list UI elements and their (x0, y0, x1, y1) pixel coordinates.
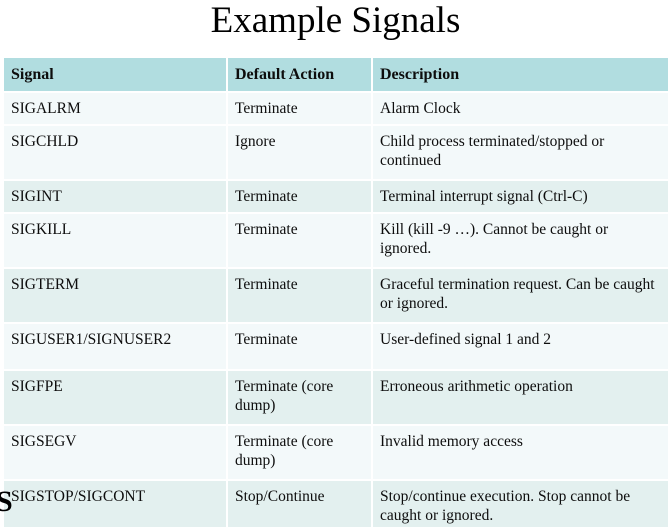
table-row: SIGSEGV Terminate (core dump) Invalid me… (4, 425, 668, 481)
table-row: SIGCHLD Ignore Child process terminated/… (4, 125, 668, 181)
cell-description: Graceful termination request. Can be cau… (372, 268, 668, 324)
cell-signal: SIGTERM (4, 268, 228, 324)
signal-table: Signal Default Action Description SIGALR… (4, 58, 668, 527)
cell-description: Invalid memory access (372, 425, 668, 481)
cell-default-action: Terminate (227, 323, 373, 371)
table-header-row: Signal Default Action Description (4, 58, 668, 93)
cell-signal: SIGSTOP/SIGCONT (4, 480, 228, 527)
table-row: SIGUSER1/SIGNUSER2 Terminate User-define… (4, 323, 668, 371)
cell-description: Erroneous arithmetic operation (372, 370, 668, 426)
cell-signal: SIGALRM (4, 92, 228, 126)
table-row: SIGSTOP/SIGCONT Stop/Continue Stop/conti… (4, 480, 668, 527)
cell-description: Child process terminated/stopped or cont… (372, 125, 668, 181)
cell-description: Alarm Clock (372, 92, 668, 126)
cell-description: Terminal interrupt signal (Ctrl-C) (372, 180, 668, 214)
cell-signal: SIGUSER1/SIGNUSER2 (4, 323, 228, 371)
column-header-default-action: Default Action (227, 58, 373, 93)
cell-signal: SIGKILL (4, 213, 228, 269)
cell-default-action: Terminate (227, 92, 373, 126)
table-row: SIGKILL Terminate Kill (kill -9 …). Cann… (4, 213, 668, 269)
cell-default-action: Terminate (227, 180, 373, 214)
table-row: SIGALRM Terminate Alarm Clock (4, 92, 668, 126)
cell-default-action: Terminate (core dump) (227, 370, 373, 426)
column-header-description: Description (372, 58, 668, 93)
cell-default-action: Terminate (227, 213, 373, 269)
cell-signal: SIGFPE (4, 370, 228, 426)
cell-signal: SIGCHLD (4, 125, 228, 181)
signal-table-container: Signal Default Action Description SIGALR… (4, 58, 668, 527)
cell-signal: SIGINT (4, 180, 228, 214)
cell-default-action: Terminate (227, 268, 373, 324)
table-row: SIGTERM Terminate Graceful termination r… (4, 268, 668, 324)
table-body: SIGALRM Terminate Alarm Clock SIGCHLD Ig… (4, 92, 668, 527)
cell-default-action: Stop/Continue (227, 480, 373, 527)
table-row: SIGINT Terminate Terminal interrupt sign… (4, 180, 668, 214)
cell-description: Kill (kill -9 …). Cannot be caught or ig… (372, 213, 668, 269)
cell-default-action: Ignore (227, 125, 373, 181)
page-title: Example Signals (210, 0, 461, 41)
cell-signal: SIGSEGV (4, 425, 228, 481)
table-row: SIGFPE Terminate (core dump) Erroneous a… (4, 370, 668, 426)
cell-description: Stop/continue execution. Stop cannot be … (372, 480, 668, 527)
cell-description: User-defined signal 1 and 2 (372, 323, 668, 371)
table-header: Signal Default Action Description (4, 58, 668, 93)
column-header-signal: Signal (4, 58, 228, 93)
cell-default-action: Terminate (core dump) (227, 425, 373, 481)
